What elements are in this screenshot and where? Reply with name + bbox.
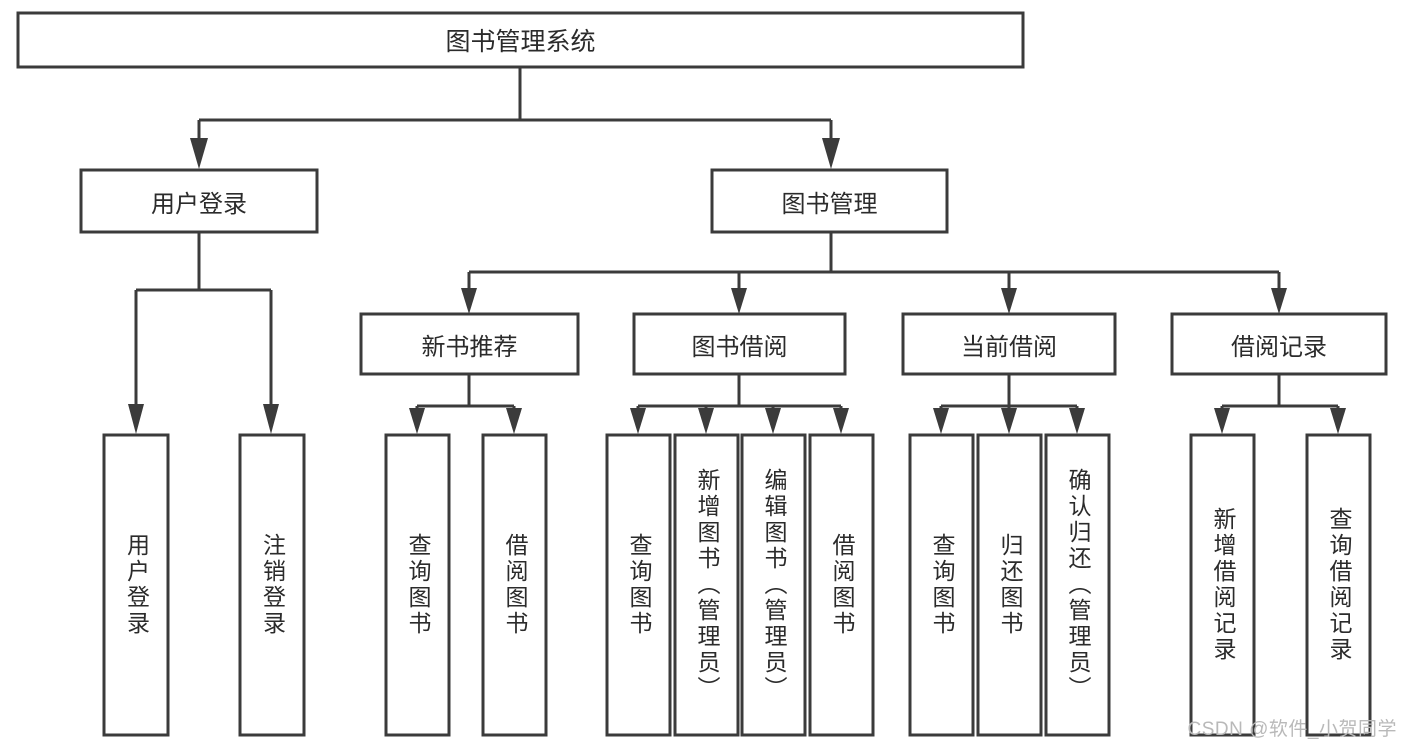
arrowhead-leaf-borrowrecord-2 bbox=[1330, 408, 1346, 434]
leaf-user-login-2[interactable] bbox=[238, 433, 306, 737]
leaf-current-borrow-3[interactable] bbox=[1044, 433, 1111, 737]
node-new-book-recommend[interactable] bbox=[359, 312, 580, 376]
node-user-login[interactable] bbox=[79, 168, 319, 234]
leaf-new-book-recommend-1[interactable] bbox=[384, 433, 451, 737]
leaf-book-borrow-2[interactable] bbox=[673, 433, 740, 737]
node-book-borrow[interactable] bbox=[632, 312, 847, 376]
connector-group-user-login bbox=[128, 232, 279, 434]
connector-group-book-borrow bbox=[630, 374, 849, 434]
node-borrow-record[interactable] bbox=[1170, 312, 1388, 376]
leaf-new-book-recommend-2[interactable] bbox=[481, 433, 548, 737]
leaf-book-borrow-4[interactable] bbox=[808, 433, 875, 737]
arrowhead-current-borrow bbox=[1001, 288, 1017, 314]
arrowhead-leaf-newbook-1 bbox=[409, 408, 425, 434]
node-current-borrow[interactable] bbox=[901, 312, 1117, 376]
leaf-borrow-record-2[interactable] bbox=[1305, 433, 1372, 737]
leaf-current-borrow-1[interactable] bbox=[908, 433, 975, 737]
arrowhead-leaf-user-login-1 bbox=[128, 404, 144, 434]
leaf-borrow-record-1[interactable] bbox=[1189, 433, 1256, 737]
arrowhead-leaf-bookborrow-1 bbox=[630, 408, 646, 434]
arrowhead-leaf-bookborrow-2 bbox=[698, 408, 714, 434]
connector-group-current-borrow bbox=[933, 374, 1085, 434]
arrowhead-user-login bbox=[190, 138, 208, 169]
arrowhead-leaf-currentborrow-3 bbox=[1069, 408, 1085, 434]
leaf-user-login-1[interactable] bbox=[102, 433, 170, 737]
arrowhead-leaf-currentborrow-2 bbox=[1001, 408, 1017, 434]
leaf-book-borrow-3[interactable] bbox=[740, 433, 807, 737]
leaf-current-borrow-2[interactable] bbox=[976, 433, 1043, 737]
arrowhead-leaf-bookborrow-4 bbox=[833, 408, 849, 434]
leaf-book-borrow-1[interactable] bbox=[605, 433, 672, 737]
arrowhead-leaf-currentborrow-1 bbox=[933, 408, 949, 434]
node-book-management[interactable] bbox=[710, 168, 949, 234]
arrowhead-book-manage bbox=[822, 138, 840, 169]
connector-group-book-manage bbox=[461, 232, 1287, 314]
arrowhead-leaf-user-login-2 bbox=[263, 404, 279, 434]
connector-group-new-book-recommend bbox=[409, 374, 522, 434]
arrowhead-book-borrow bbox=[731, 288, 747, 314]
node-root-book-management-system[interactable] bbox=[16, 11, 1025, 69]
arrowhead-leaf-bookborrow-3 bbox=[765, 408, 781, 434]
connector-group-borrow-record bbox=[1214, 374, 1346, 434]
arrowhead-leaf-borrowrecord-1 bbox=[1214, 408, 1230, 434]
arrowhead-new-book-recommend bbox=[461, 288, 477, 314]
arrowhead-leaf-newbook-2 bbox=[506, 408, 522, 434]
connector-group-root bbox=[190, 67, 840, 169]
csdn-watermark: CSDN @软件_小贺同学 bbox=[1187, 719, 1397, 740]
arrowhead-borrow-record bbox=[1271, 288, 1287, 314]
